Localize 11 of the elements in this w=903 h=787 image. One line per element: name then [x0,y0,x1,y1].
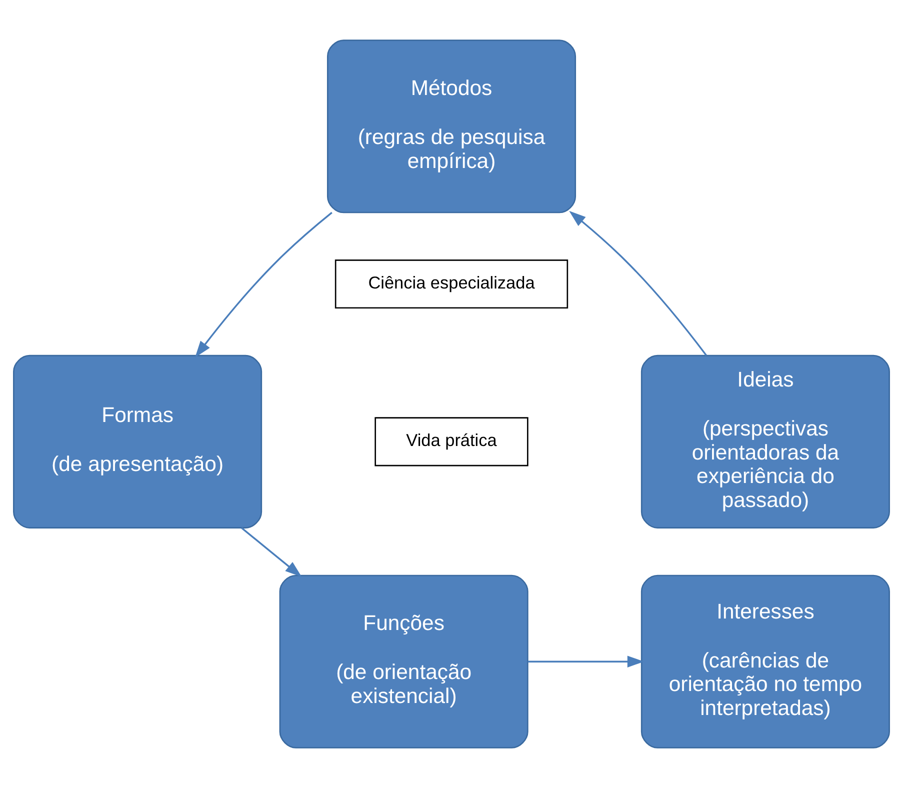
node-box: Vida prática [374,416,528,466]
node-box: Formas (de apresentação) [13,354,262,528]
node-box: Ciência especializada [334,259,568,308]
node-box: Ideias (perspectivas orientadoras da experiência do passado) [640,354,890,528]
arrow [569,210,708,356]
arrow [195,211,332,358]
node-box: Interesses (carências de orientação no tempo interpretadas) [640,574,890,748]
node-box: Funções (de orientação existencial) [279,574,528,748]
arrow [528,655,644,667]
node-box: Métodos (regras de pesquisa empírica) [326,39,576,213]
arrow [241,526,302,577]
